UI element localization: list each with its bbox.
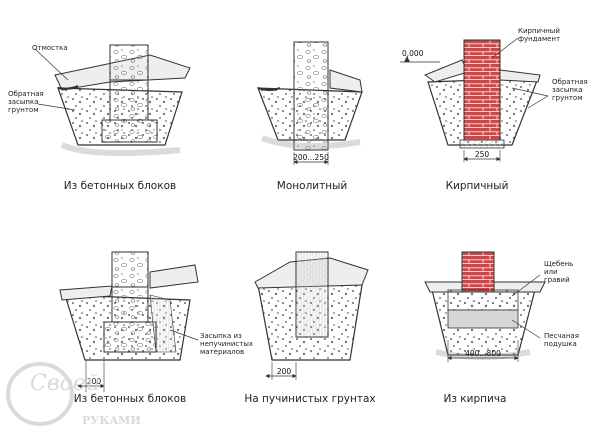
foundation-f-brick: 400...800 Щебень или гравий Песчаная под… bbox=[424, 251, 581, 405]
concrete-block-top bbox=[109, 44, 149, 81]
caption-b: Монолитный bbox=[277, 180, 347, 192]
dim-e-width: 200 bbox=[277, 367, 292, 376]
svg-text:РУКАМИ: РУКАМИ bbox=[82, 414, 141, 427]
concrete-block-top bbox=[111, 251, 149, 288]
concrete-block-base bbox=[103, 321, 157, 353]
gravel-layer bbox=[447, 289, 519, 311]
foundation-a-concrete-blocks: Отмостка Обратная засыпка грунтом Из бет… bbox=[8, 44, 191, 192]
dim-d-width: 200 bbox=[87, 377, 102, 386]
caption-c: Кирпичный bbox=[446, 180, 509, 192]
caption-e: На пучинистых грунтах bbox=[244, 393, 375, 405]
brick-wall bbox=[461, 251, 495, 293]
label-backfill-a: Обратная засыпка грунтом bbox=[8, 90, 46, 114]
label-gravel: Щебень или гравий bbox=[544, 260, 576, 284]
foundation-e-heaving-soil: 200 На пучинистых грунтах bbox=[244, 251, 376, 405]
caption-f: Из кирпича bbox=[444, 393, 507, 405]
label-sand-cushion: Песчаная подушка bbox=[544, 332, 581, 348]
foundation-c-brick: 0,000 250 Кирпичный фундамент Обратная з… bbox=[400, 27, 590, 192]
foundation-b-monolithic: 200...250 Монолитный bbox=[257, 41, 363, 192]
foundation-d-concrete-blocks: 200 Засыпка из непучинистых материалов И… bbox=[59, 251, 255, 405]
concrete-block-mid bbox=[109, 79, 149, 121]
sand-cushion bbox=[447, 309, 519, 329]
label-otmostka: Отмостка bbox=[32, 44, 68, 52]
concrete-block-mid bbox=[111, 286, 149, 323]
dim-f-width: 400...800 bbox=[465, 349, 501, 358]
monolithic-wall bbox=[293, 41, 329, 151]
svg-text:Своей: Своей bbox=[30, 371, 100, 396]
dim-b-width: 200...250 bbox=[293, 153, 329, 162]
dim-c-width: 250 bbox=[475, 150, 490, 159]
label-backfill-c: Обратная засыпка грунтом bbox=[552, 78, 590, 102]
nonheaving-fill-zone bbox=[149, 294, 177, 353]
label-nonheaving-fill: Засыпка из непучинистых материалов bbox=[200, 332, 255, 356]
caption-d: Из бетонных блоков bbox=[74, 393, 186, 405]
caption-a: Из бетонных блоков bbox=[64, 180, 176, 192]
watermark-logo: Своей РУКАМИ bbox=[6, 362, 141, 427]
dim-c-level: 0,000 bbox=[402, 49, 424, 58]
label-brick-foundation: Кирпичный фундамент bbox=[518, 27, 562, 43]
brick-foundation bbox=[463, 39, 501, 141]
concrete-block-base bbox=[101, 119, 158, 143]
leader-otmostka bbox=[34, 48, 69, 81]
